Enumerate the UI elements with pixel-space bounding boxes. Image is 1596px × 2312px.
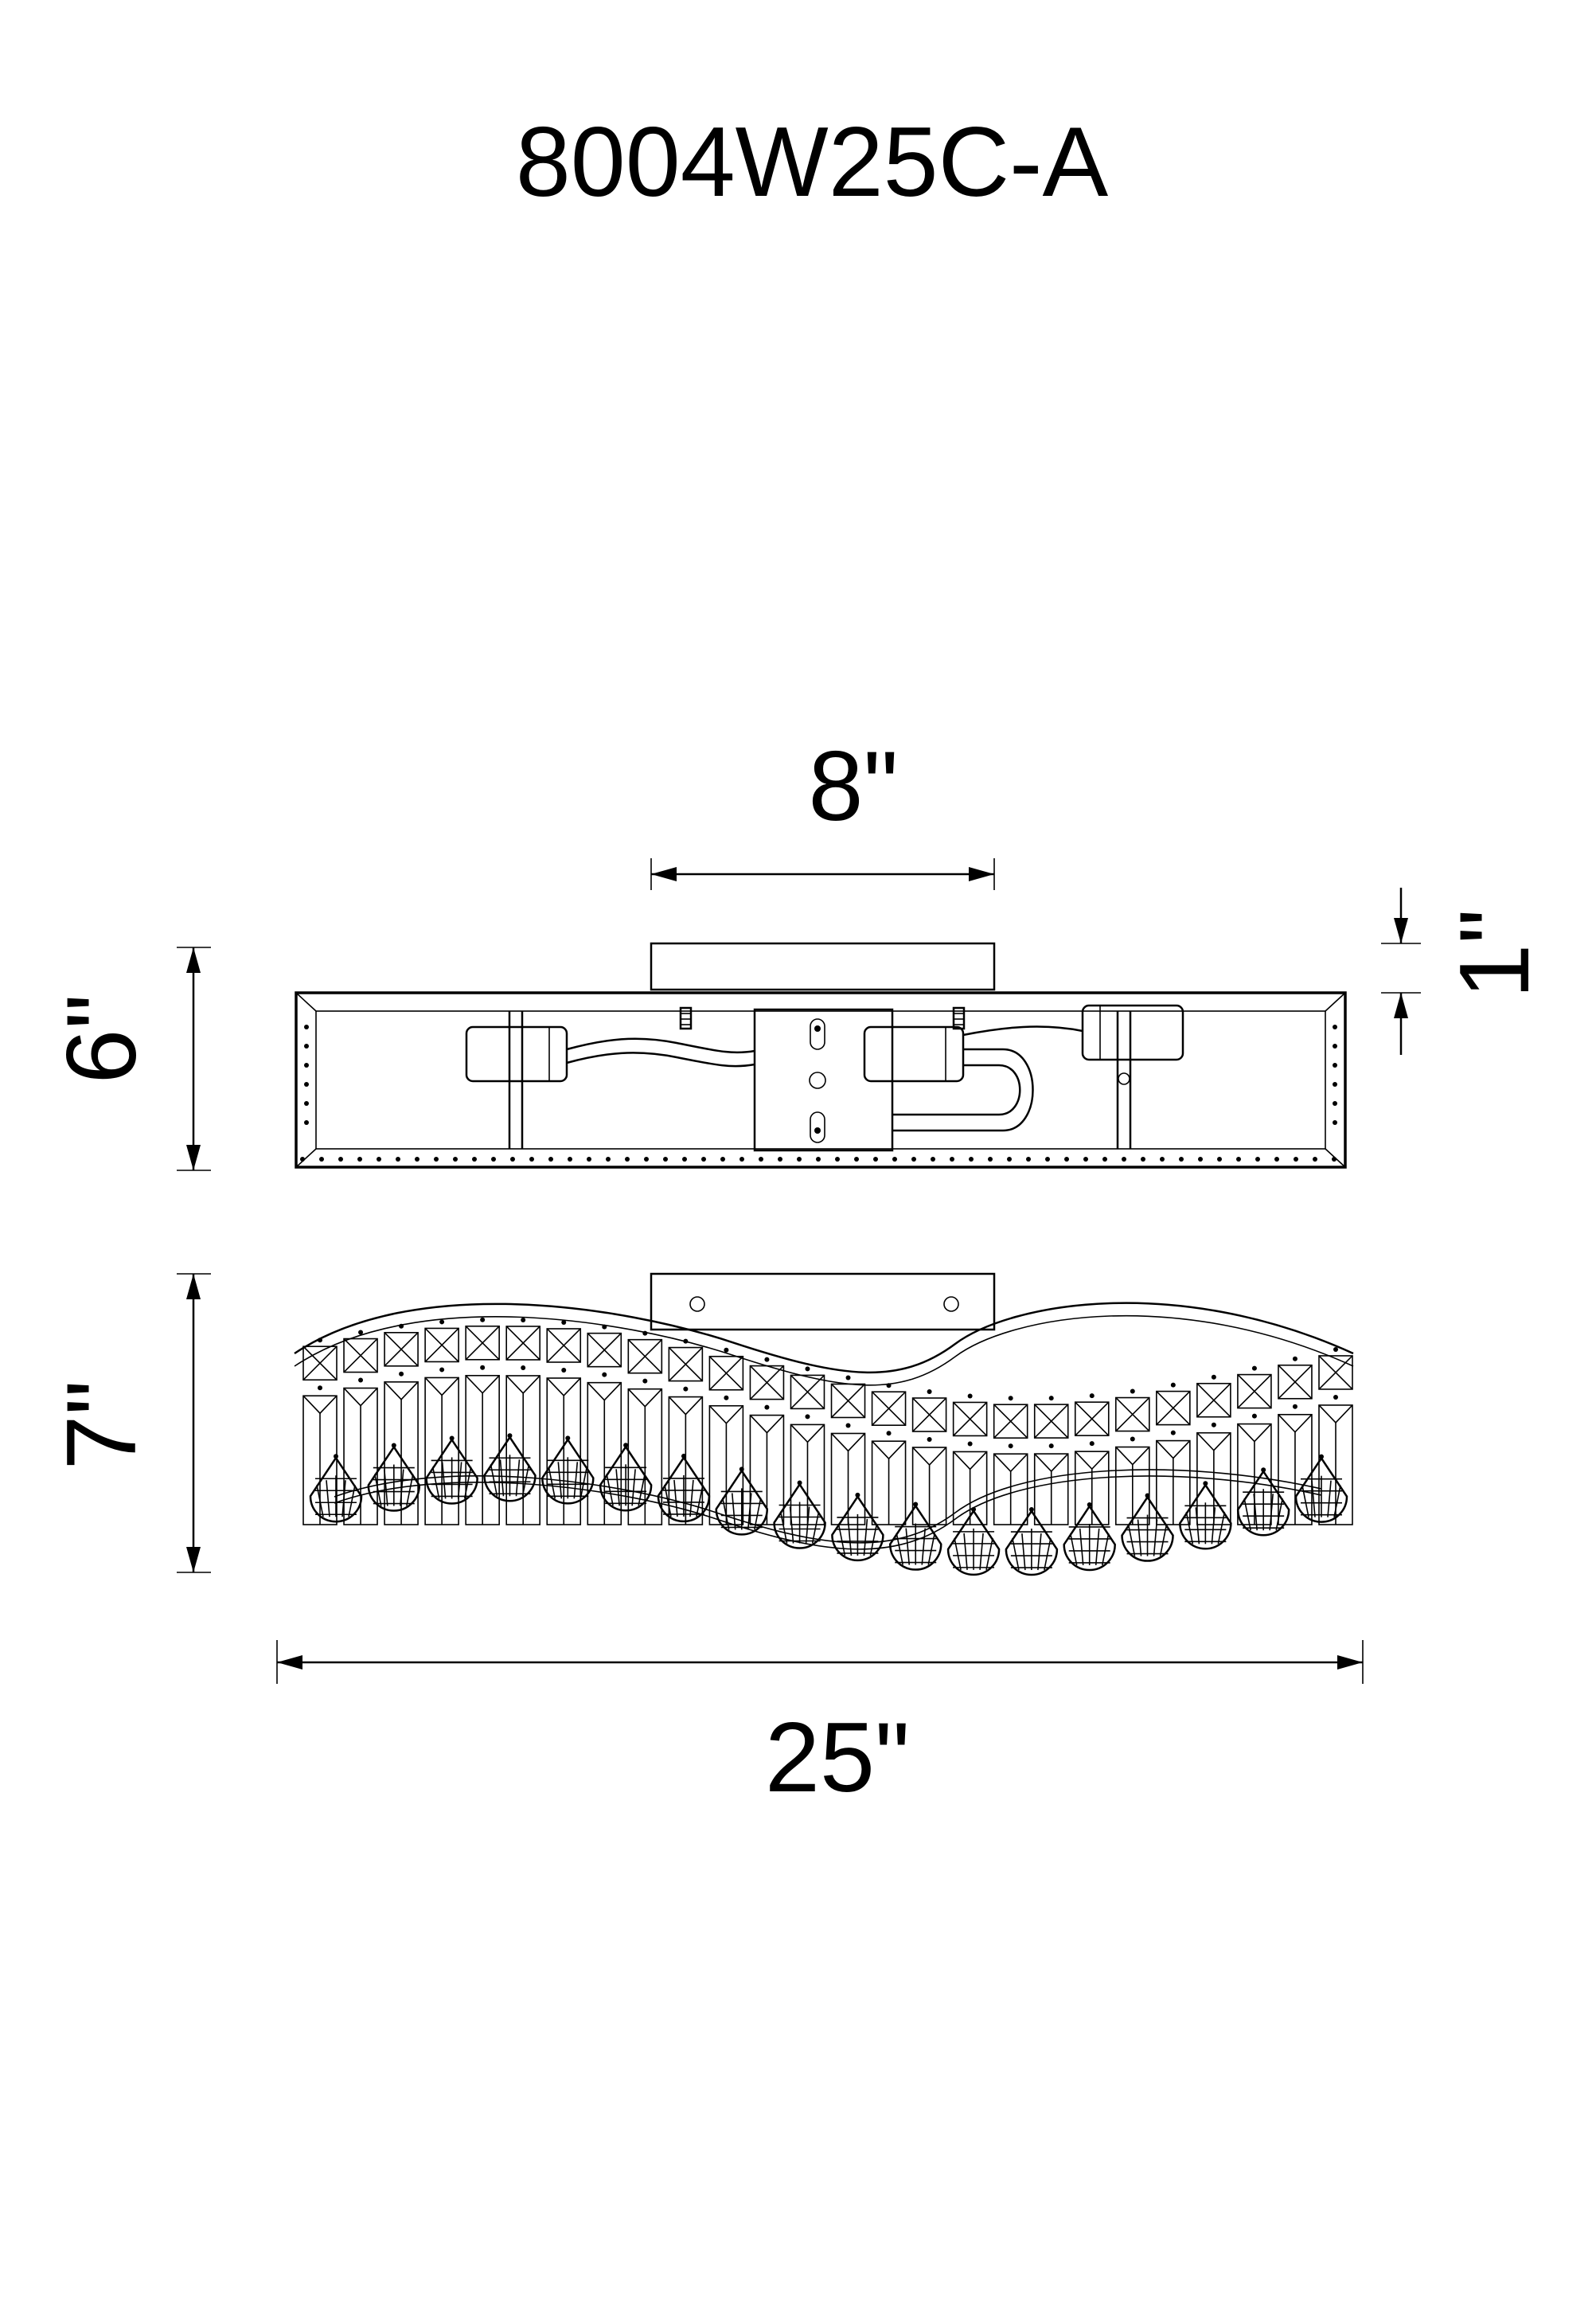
crystal-strand [1278, 1356, 1313, 1525]
front-canopy [650, 1272, 996, 1331]
top-outer-frame [295, 991, 1347, 1169]
crystal-strand [993, 1396, 1028, 1525]
crystal-drop [309, 1454, 363, 1523]
crystal-strand [627, 1330, 663, 1525]
canopy-plate [650, 942, 996, 991]
crystal-drop [1236, 1467, 1290, 1537]
dimension-canopy-height: 1" [1381, 888, 1550, 1055]
crystal-drop [657, 1453, 711, 1523]
crystal-strand [1196, 1374, 1231, 1525]
wire [566, 1037, 755, 1054]
mounting-screw [679, 1006, 693, 1030]
crystal-strands [302, 1317, 1353, 1525]
crystal-strand [952, 1393, 988, 1525]
dimension-canopy-height-label: 1" [1440, 909, 1550, 999]
crystal-drop [831, 1492, 884, 1562]
dimension-front-height: 7" [47, 1273, 211, 1573]
dimension-front-height-label: 7" [47, 1381, 157, 1470]
mounting-screw [952, 1006, 966, 1030]
dimension-top-height: 6" [47, 947, 211, 1171]
bulb-socket [863, 1025, 965, 1083]
crystal-strand [465, 1317, 500, 1525]
crystal-strand [546, 1319, 582, 1525]
crystal-drop [483, 1433, 537, 1502]
crystal-drop [541, 1435, 595, 1505]
page-title: 8004W25C-A [516, 107, 1109, 217]
crystal-strand [790, 1366, 825, 1525]
crystal-drop [425, 1435, 478, 1505]
dimension-top-width: 8" [650, 732, 995, 890]
crystal-strand [1318, 1346, 1353, 1525]
top-inner-frame [315, 1010, 1326, 1150]
crystal-strand [1033, 1396, 1069, 1525]
crystal-strand [708, 1347, 744, 1525]
crystal-drop [946, 1506, 1001, 1576]
crystal-strand [424, 1319, 459, 1525]
crystal-drop [773, 1480, 826, 1549]
crystal-strand [1237, 1365, 1272, 1525]
crystal-strand [302, 1338, 338, 1525]
junction-box [753, 1008, 894, 1152]
wavy-frame-top [294, 1302, 1354, 1373]
frame-rivets [300, 1025, 1337, 1162]
crystal-drop [1063, 1502, 1116, 1572]
crystal-drop [1179, 1481, 1232, 1550]
crystal-drop [1294, 1454, 1348, 1523]
crystal-strand [871, 1383, 907, 1525]
dimension-top-height-label: 6" [47, 994, 157, 1084]
dimension-overall-width: 25" [276, 1640, 1364, 1813]
crystal-strand [668, 1338, 704, 1525]
crystal-drop [367, 1443, 421, 1512]
crystal-drops [309, 1433, 1348, 1576]
crystal-strand [1074, 1393, 1110, 1525]
crystal-strand [830, 1375, 866, 1525]
crystal-drop [1005, 1507, 1059, 1576]
crystal-drop [1121, 1493, 1174, 1562]
front-view [294, 1272, 1354, 1576]
dimension-top-width-label: 8" [809, 732, 899, 842]
lower-strand [334, 1469, 1322, 1544]
crystal-strand [1115, 1388, 1150, 1525]
crystal-strand [911, 1389, 947, 1525]
crystal-drop [599, 1443, 653, 1512]
top-view [295, 942, 1347, 1169]
crystal-drop [888, 1502, 942, 1571]
crystal-drop [715, 1466, 769, 1536]
dimension-overall-width-label: 25" [765, 1703, 910, 1813]
bulb-socket [1081, 1004, 1184, 1061]
bulb-socket [465, 1025, 568, 1083]
crystal-strand [749, 1357, 785, 1525]
crystal-strand [1156, 1382, 1191, 1525]
